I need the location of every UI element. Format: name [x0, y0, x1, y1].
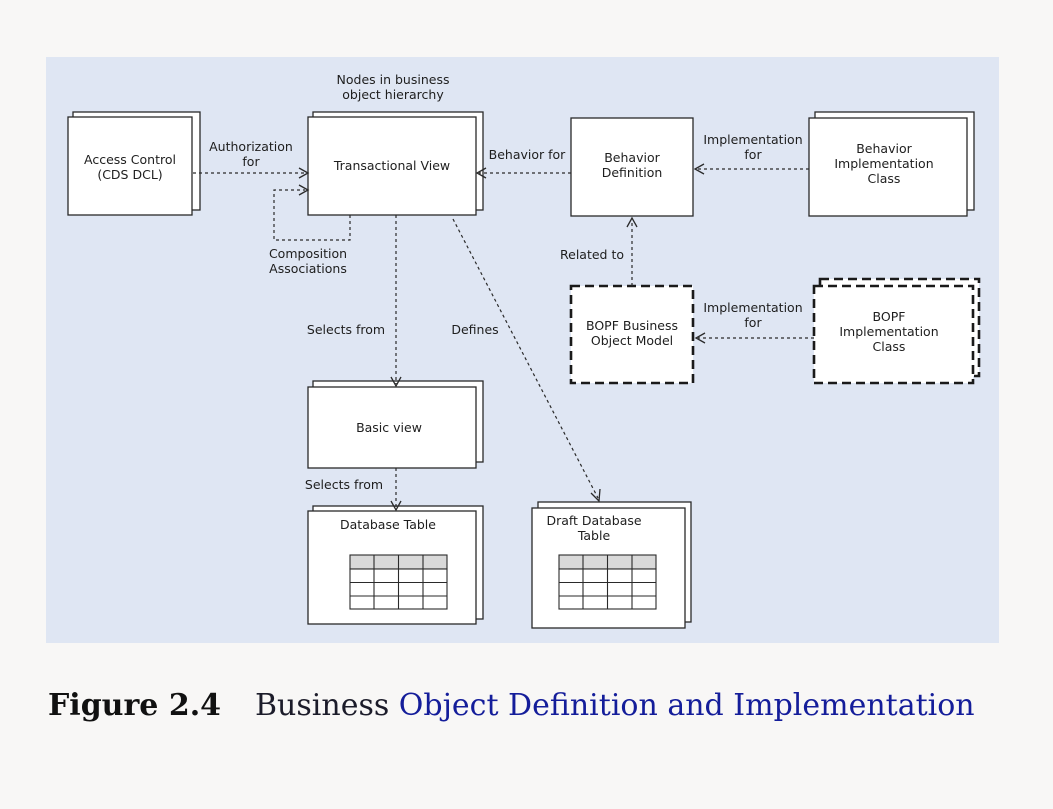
label-line: Authorization	[209, 139, 293, 154]
label-line: Class	[868, 171, 901, 186]
label-line: Behavior	[856, 141, 912, 156]
label-line: Selects from	[305, 477, 383, 492]
node-transactional-view: Transactional View	[307, 111, 484, 216]
label-line: Transactional View	[333, 158, 450, 173]
node-database-table-label: Database Table	[340, 517, 436, 532]
figure-number: Figure 2.4	[48, 688, 222, 723]
label-line: Related to	[560, 247, 624, 262]
label-line: Defines	[451, 322, 498, 337]
node-basic-view-label: Basic view	[356, 420, 422, 435]
figure-caption: Figure 2.4 Business Object Definition and…	[48, 686, 975, 726]
label-line: for	[744, 315, 762, 330]
draft-database-table-grid-icon	[558, 554, 657, 610]
edge-defines-label: Defines	[451, 322, 498, 337]
edge-behavior-for: Behavior for	[475, 147, 571, 179]
edge-behavior-for-label: Behavior for	[489, 147, 567, 162]
label-line: Behavior	[604, 150, 660, 165]
label-line: Associations	[269, 261, 347, 276]
label-line: Definition	[602, 165, 663, 180]
label-line: Nodes in business	[337, 72, 450, 87]
caption-text-part2: Object Definition and Implementation	[398, 688, 975, 723]
edge-related-to-label: Related to	[560, 247, 624, 262]
label-line: Implementation	[839, 324, 938, 339]
node-database-table: Database Table	[307, 505, 484, 625]
node-basic-view: Basic view	[307, 380, 484, 469]
database-table-grid-icon	[349, 554, 448, 610]
label-line: object hierarchy	[342, 87, 444, 102]
label-line: BOPF	[873, 309, 906, 324]
label-line: BOPF Business	[586, 318, 678, 333]
label-line: Class	[873, 339, 906, 354]
label-line: Composition	[269, 246, 347, 261]
node-access-control-label: Access Control(CDS DCL)	[84, 152, 176, 182]
label-line: Implementation	[703, 300, 802, 315]
label-line: Basic view	[356, 420, 422, 435]
caption-text-part1: Business	[255, 688, 399, 723]
edge-selects-from-basic: Selects from	[305, 468, 402, 512]
figure-diagram: Access Control(CDS DCL) Transactional Vi…	[46, 57, 999, 643]
label-line: Implementation	[703, 132, 802, 147]
label-line: (CDS DCL)	[97, 167, 162, 182]
node-access-control: Access Control(CDS DCL)	[67, 111, 201, 216]
edge-defines: Defines	[451, 218, 601, 503]
label-line: for	[242, 154, 260, 169]
diagram-canvas: Access Control(CDS DCL) Transactional Vi…	[67, 72, 981, 629]
label-line: Object Model	[591, 333, 673, 348]
edge-related-to: Related to	[560, 216, 638, 286]
label-line: Selects from	[307, 322, 385, 337]
edge-selects-from-basic-label: Selects from	[305, 477, 383, 492]
edge-selects-from-transactional: Selects from	[307, 215, 402, 388]
label-line: for	[744, 147, 762, 162]
label-line: Implementation	[834, 156, 933, 171]
label-line: Behavior for	[489, 147, 567, 162]
label-line: Database Table	[340, 517, 436, 532]
label-line: Draft Database	[546, 513, 641, 528]
label-line: Table	[577, 528, 611, 543]
label-line: Access Control	[84, 152, 176, 167]
edge-selects-from-transactional-label: Selects from	[307, 322, 385, 337]
node-transactional-view-label: Transactional View	[333, 158, 450, 173]
